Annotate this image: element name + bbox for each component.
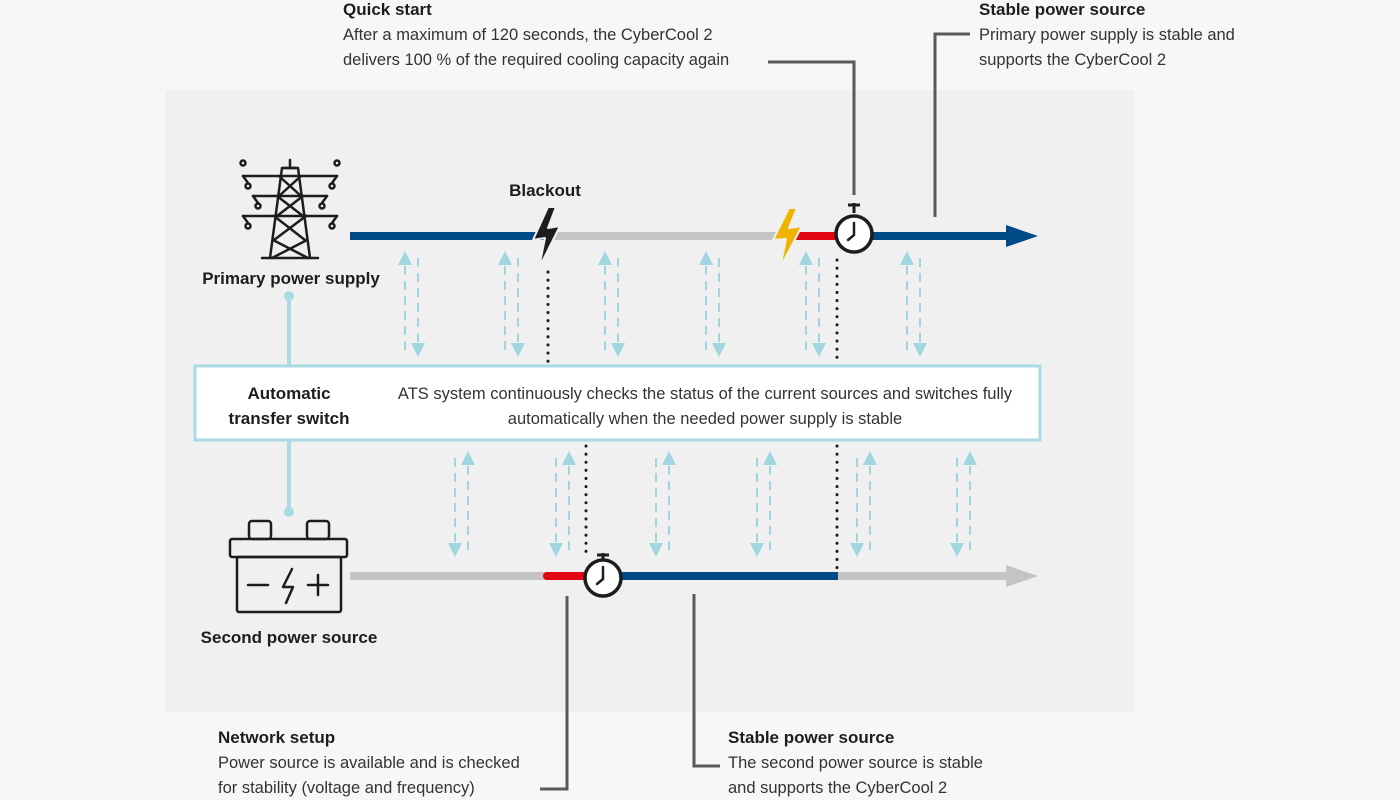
callout-connector	[692, 594, 720, 768]
stopwatch-icon	[834, 203, 874, 254]
callout-text-line: After a maximum of 120 seconds, the Cybe…	[343, 26, 713, 44]
second-label: Second power source	[201, 628, 378, 647]
callout-text-line: Power source is available and is checked	[218, 754, 520, 772]
callout-title: Stable power source	[979, 0, 1145, 19]
callout-text-line: and supports the CyberCool 2	[728, 779, 947, 797]
ats-description-line: automatically when the needed power supp…	[508, 410, 902, 428]
callout-network-setup: Network setup Power source is available …	[218, 728, 520, 797]
lightning-icon	[772, 207, 803, 269]
callout-text-line: Primary power supply is stable and	[979, 26, 1235, 44]
blackout-label: Blackout	[509, 181, 581, 200]
callout-title: Network setup	[218, 728, 335, 747]
ats-title-line: transfer switch	[229, 409, 350, 428]
ats-box: Automatic transfer switch ATS system con…	[193, 364, 1042, 442]
callout-connector	[540, 596, 569, 791]
callout-text-line: The second power source is stable	[728, 754, 983, 772]
battery-icon	[228, 519, 349, 614]
signal-arrows-top	[398, 251, 927, 357]
callout-stable-second: Stable power source The second power sou…	[728, 728, 983, 797]
second-timeline	[350, 565, 1038, 587]
signal-arrows-bottom	[448, 451, 977, 557]
callout-title: Quick start	[343, 0, 432, 19]
stopwatch-icon	[583, 553, 623, 598]
ats-connector	[284, 291, 294, 517]
callout-text-line: delivers 100 % of the required cooling c…	[343, 51, 729, 69]
callout-connector	[933, 32, 970, 217]
ats-title-line: Automatic	[247, 384, 330, 403]
primary-timeline	[350, 225, 1038, 247]
callout-text-line: supports the CyberCool 2	[979, 51, 1166, 69]
lightning-icon	[532, 206, 561, 269]
callout-text-line: for stability (voltage and frequency)	[218, 779, 475, 797]
callout-connector	[768, 60, 856, 195]
callout-quick-start: Quick start After a maximum of 120 secon…	[343, 0, 729, 69]
callout-stable-primary: Stable power source Primary power supply…	[979, 0, 1235, 69]
ats-description-line: ATS system continuously checks the statu…	[398, 385, 1013, 403]
primary-label: Primary power supply	[202, 269, 380, 288]
switch-dotted-lines	[546, 258, 839, 574]
callout-title: Stable power source	[728, 728, 894, 747]
power-pylon-icon	[239, 158, 341, 260]
